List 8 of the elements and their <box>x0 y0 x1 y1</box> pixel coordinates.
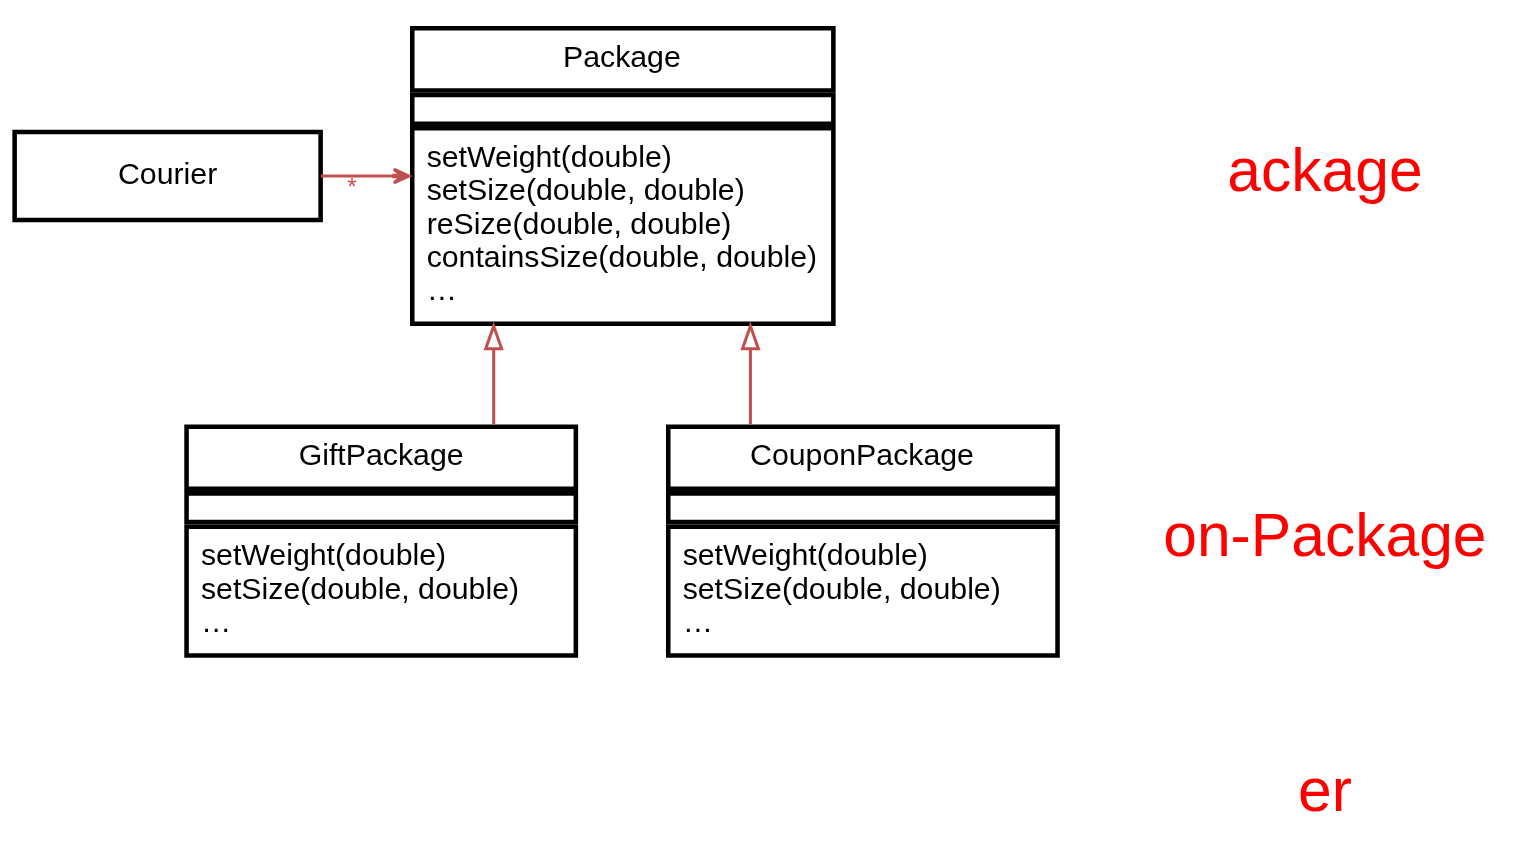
node-box: Courier <box>12 129 323 223</box>
arrow <box>740 321 761 425</box>
edge-label: * <box>347 173 357 201</box>
label: ackage <box>1227 136 1423 205</box>
label: er <box>1297 755 1352 824</box>
label: on-Package <box>1163 501 1487 570</box>
arrow <box>483 321 504 425</box>
arrow <box>320 167 411 185</box>
